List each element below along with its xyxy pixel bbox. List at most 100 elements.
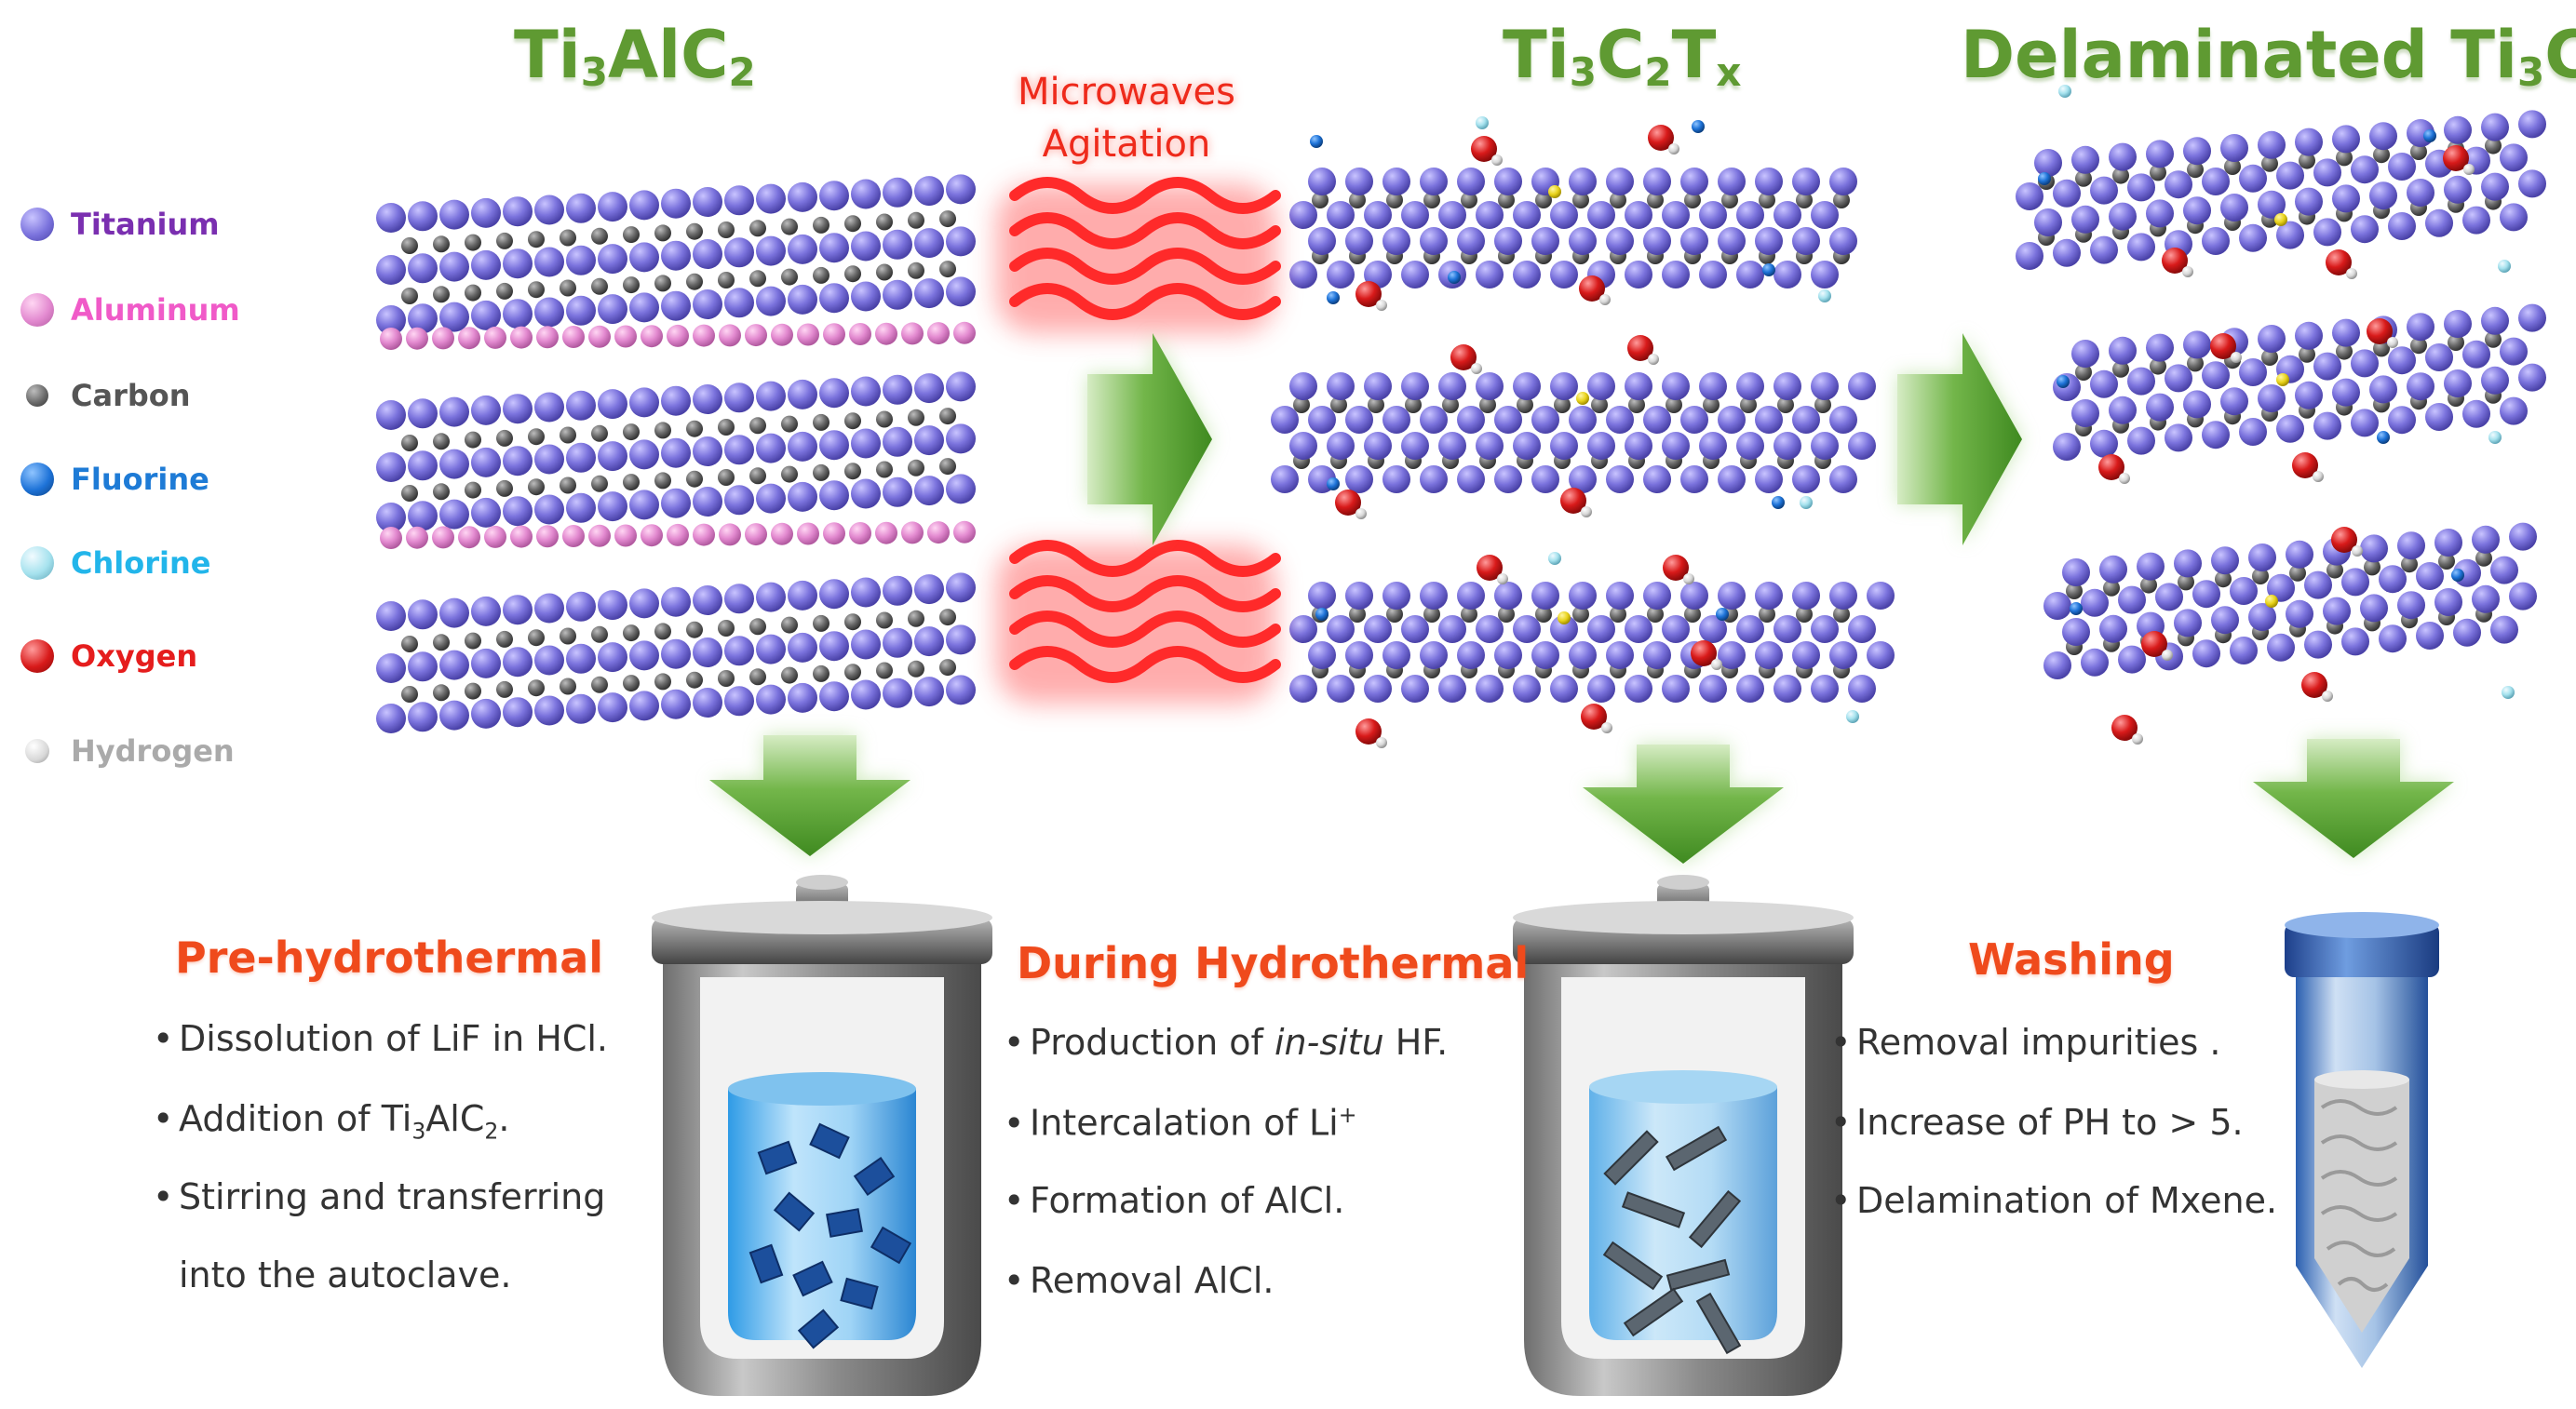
titanium-atom: [2053, 179, 2081, 208]
titanium-atom: [503, 647, 533, 678]
titanium-atom: [2109, 202, 2137, 231]
titanium-atom: [1643, 582, 1671, 610]
titanium-atom: [1792, 582, 1820, 610]
carbon-atom: [591, 227, 608, 245]
hydrogen-atom: [2119, 473, 2130, 484]
titanium-atom: [2351, 409, 2379, 437]
titanium-atom: [2341, 568, 2369, 597]
titanium-atom: [2388, 212, 2416, 240]
titanium-atom: [2369, 375, 2397, 404]
aluminum-atom: [536, 525, 559, 548]
list-item: •Dissolution of LiF in HCl.: [153, 1018, 609, 1059]
titanium-atom: [661, 586, 691, 617]
titanium-atom: [2295, 321, 2323, 350]
titanium-atom: [1867, 582, 1895, 610]
titanium-atom: [1457, 406, 1485, 434]
bullet-icon: •: [1830, 1180, 1852, 1221]
hydrogen-atom: [1581, 506, 1592, 517]
titanium-atom: [2127, 173, 2155, 202]
titanium-atom: [2109, 336, 2137, 365]
titanium-atom: [503, 196, 533, 227]
titanium-atom: [2071, 340, 2099, 368]
titanium-atom: [1550, 201, 1578, 229]
carbon-atom: [781, 465, 798, 483]
titanium-atom: [566, 591, 596, 622]
titanium-atom: [2295, 127, 2323, 156]
titanium-atom: [1829, 641, 1857, 669]
titanium-atom: [914, 574, 944, 605]
hydrogen-atom: [1491, 154, 1503, 166]
titanium-atom: [408, 303, 438, 334]
titanium-atom: [1550, 615, 1578, 643]
carbon-atom: [1833, 606, 1850, 623]
atomic-structures: [376, 85, 2546, 748]
arrow-right-1: [1087, 333, 1212, 545]
titanium-atom: [1680, 406, 1708, 434]
carbon-atom: [2252, 568, 2269, 584]
titanium-atom: [471, 497, 501, 528]
titanium-atom: [2509, 522, 2537, 551]
titanium-atom: [1308, 406, 1336, 434]
titanium-atom: [1867, 641, 1895, 669]
titanium-atom: [1829, 168, 1857, 195]
aluminum-atom: [901, 322, 924, 345]
carbon-atom: [1479, 396, 1496, 413]
titanium-atom: [2043, 651, 2071, 679]
titanium-atom: [1438, 372, 1466, 400]
titanium-atom: [471, 447, 501, 477]
carbon-atom: [623, 226, 640, 244]
chlorine-atom: [2502, 686, 2515, 699]
titanium-atom: [914, 278, 944, 309]
carbon-atom: [528, 281, 545, 299]
titanium-atom: [2192, 639, 2220, 668]
titanium-atom: [2351, 215, 2379, 244]
titanium-atom: [1774, 261, 1801, 289]
titanium-atom: [756, 634, 786, 664]
titanium-atom: [756, 582, 786, 612]
titanium-atom: [1382, 641, 1410, 669]
carbon-atom: [876, 263, 893, 281]
carbon-atom: [718, 419, 735, 436]
chlorine-atom: [2488, 431, 2502, 444]
titanium-atom: [598, 389, 627, 420]
titanium-atom: [946, 371, 976, 402]
titanium-atom: [2462, 340, 2490, 369]
titanium-atom: [1625, 675, 1652, 703]
aluminum-atom: [875, 322, 897, 345]
titanium-atom: [2500, 396, 2528, 425]
titanium-atom: [1662, 615, 1690, 643]
titanium-atom: [756, 235, 786, 266]
carbon-atom: [465, 481, 481, 499]
titanium-atom: [1774, 201, 1801, 229]
titanium-atom: [1401, 372, 1429, 400]
carbon-atom: [2075, 364, 2092, 381]
titanium-atom: [2500, 203, 2528, 232]
titanium-atom: [1494, 168, 1522, 195]
impurity-atom: [1576, 392, 1589, 405]
titanium-atom: [693, 487, 722, 517]
hydrogen-atom: [1599, 294, 1611, 305]
carbon-atom: [813, 664, 829, 682]
carbon-atom: [1777, 396, 1794, 413]
titanium-atom: [1848, 372, 1876, 400]
bullet-icon: •: [1004, 1180, 1025, 1221]
legend-chlorine: Chlorine: [20, 540, 210, 586]
titanium-atom: [598, 244, 627, 275]
titanium-atom: [2081, 648, 2109, 677]
titanium-atom: [1755, 641, 1783, 669]
titanium-atom: [534, 297, 564, 328]
carbon-atom: [401, 636, 418, 652]
titanium-atom: [1606, 168, 1634, 195]
fluorine-atom: [1448, 271, 1461, 284]
carbon-atom: [654, 472, 671, 490]
carbon-atom: [908, 459, 924, 476]
carbon-atom: [1796, 606, 1813, 623]
titanium-atom: [851, 478, 881, 509]
titanium-atom: [534, 392, 564, 423]
carbon-atom: [591, 625, 608, 643]
titanium-atom: [693, 585, 722, 615]
titanium-atom: [788, 379, 817, 409]
titanium-atom: [2062, 558, 2090, 586]
aluminum-atom: [667, 324, 689, 347]
titanium-atom: [1550, 372, 1578, 400]
